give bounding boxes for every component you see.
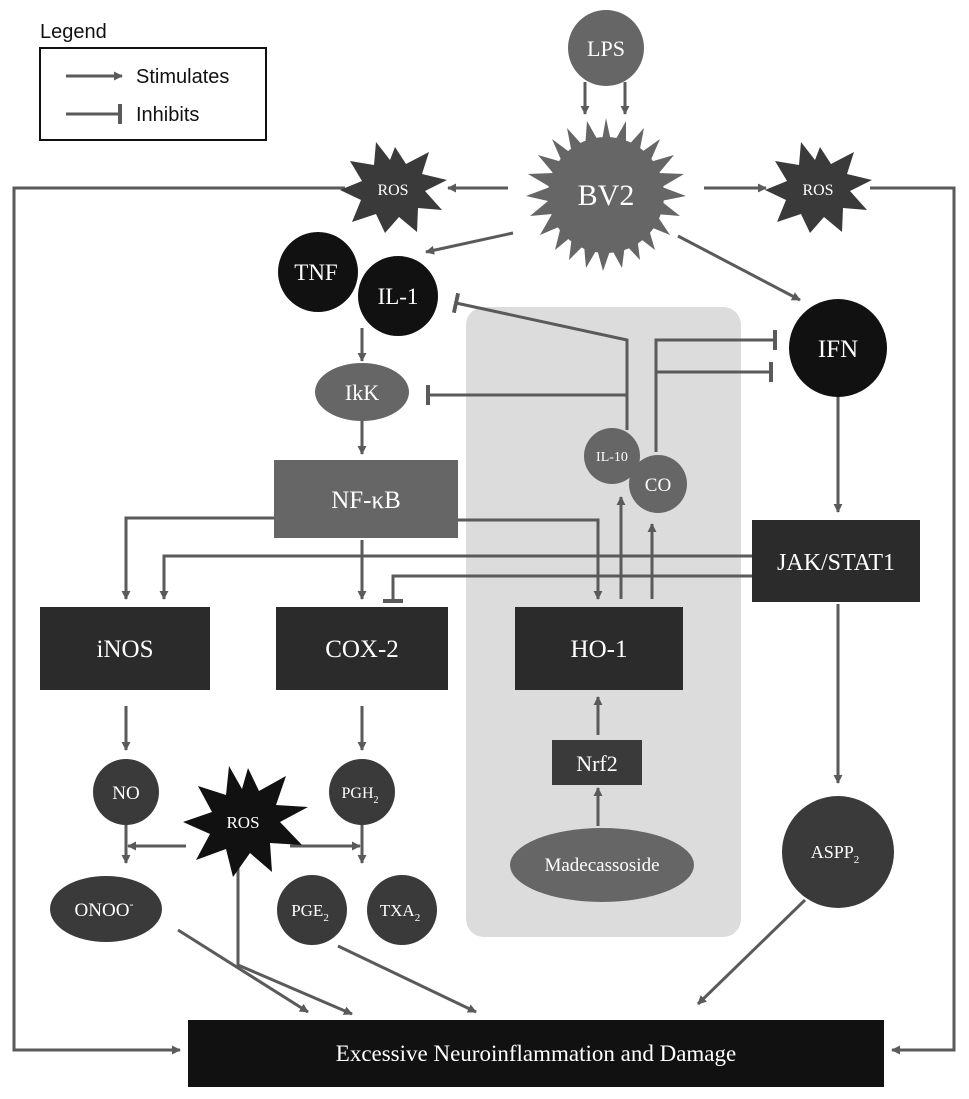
node-ifn: IFN [789, 299, 887, 397]
node-nfkb-label: NF-κB [331, 487, 401, 514]
legend: Legend Stimulates Inhibits [39, 21, 267, 141]
node-il1-label: IL-1 [378, 284, 419, 309]
node-txa2: TXA2 [367, 875, 437, 945]
node-ros-left: ROS [340, 142, 447, 233]
node-cox2-label: COX-2 [325, 636, 399, 663]
node-aspp2-label: ASPP2 [811, 842, 860, 866]
node-onoo-label: ONOO- [75, 897, 134, 921]
node-nrf2: Nrf2 [552, 740, 642, 785]
node-il10-label: IL-10 [596, 450, 628, 465]
edge-co-ifn-inhibit-a [654, 330, 777, 452]
edges [12, 82, 956, 1055]
legend-stimulates-label: Stimulates [136, 66, 229, 88]
node-ho1: HO-1 [515, 607, 683, 690]
edge-ros-mid-outcome [236, 862, 353, 1016]
node-il1: IL-1 [356, 254, 440, 338]
node-nrf2-label: Nrf2 [576, 751, 618, 776]
edge-jak-cox2-inhibit [383, 574, 752, 603]
edge-onoo-outcome [177, 928, 309, 1014]
node-nfkb: NF-κB [274, 460, 458, 538]
node-ros-left-label: ROS [377, 182, 408, 199]
node-ros-right-label: ROS [802, 182, 833, 199]
edge-ros-left-outcome [12, 186, 345, 1055]
node-no: NO [93, 759, 159, 825]
node-lps: LPS [568, 10, 644, 86]
node-bv2: BV2 [526, 118, 686, 271]
node-co-label: CO [645, 475, 671, 496]
node-txa2-label: TXA2 [380, 901, 420, 924]
node-inos: iNOS [40, 607, 210, 690]
edge-nfkb-inos [121, 516, 274, 600]
node-co: CO [629, 455, 687, 513]
node-cox2: COX-2 [276, 607, 448, 690]
node-ikk: IkK [315, 363, 409, 421]
node-jakstat: JAK/STAT1 [752, 520, 920, 602]
node-jakstat-label: JAK/STAT1 [777, 550, 895, 576]
node-outcome: Excessive Neuroinflammation and Damage [188, 1020, 884, 1087]
node-no-label: NO [112, 783, 139, 804]
node-ho1-label: HO-1 [571, 636, 628, 663]
node-bv2-label: BV2 [578, 179, 635, 212]
node-pge2: PGE2 [277, 875, 347, 945]
node-tnf-label: TNF [294, 260, 337, 285]
edge-jak-inos [159, 554, 752, 600]
node-lps-label: LPS [587, 36, 625, 61]
edge-il10-il1-inhibit [451, 292, 629, 430]
node-pge2-label: PGE2 [291, 901, 329, 924]
node-ros-mid-label: ROS [226, 813, 259, 832]
edge-ros-right-outcome [870, 186, 956, 1055]
edge-aspp2-outcome [696, 898, 807, 1006]
legend-title: Legend [40, 21, 107, 43]
edge-bv2-tnf [425, 231, 514, 255]
node-tnf: TNF [278, 232, 358, 312]
node-pgh2: PGH2 [329, 759, 395, 825]
node-ifn-label: IFN [818, 336, 858, 363]
node-onoo: ONOO- [50, 876, 162, 942]
edge-bv2-ifn [677, 234, 801, 302]
node-aspp2: ASPP2 [782, 796, 894, 908]
node-il10: IL-10 [584, 428, 640, 484]
legend-inhibits-label: Inhibits [136, 104, 199, 126]
node-ros-right: ROS [765, 142, 872, 233]
node-madecassoside: Madecassoside [510, 828, 694, 902]
legend-box [39, 47, 267, 141]
edge-nfkb-ho1 [458, 518, 603, 600]
node-outcome-label: Excessive Neuroinflammation and Damage [336, 1041, 736, 1066]
node-inos-label: iNOS [97, 636, 154, 663]
node-ikk-label: IkK [345, 380, 379, 405]
node-pgh2-label: PGH2 [341, 785, 378, 806]
node-madecassoside-label: Madecassoside [544, 855, 659, 876]
edge-pge2-outcome [337, 944, 477, 1014]
node-ros-mid: ROS [183, 766, 308, 877]
